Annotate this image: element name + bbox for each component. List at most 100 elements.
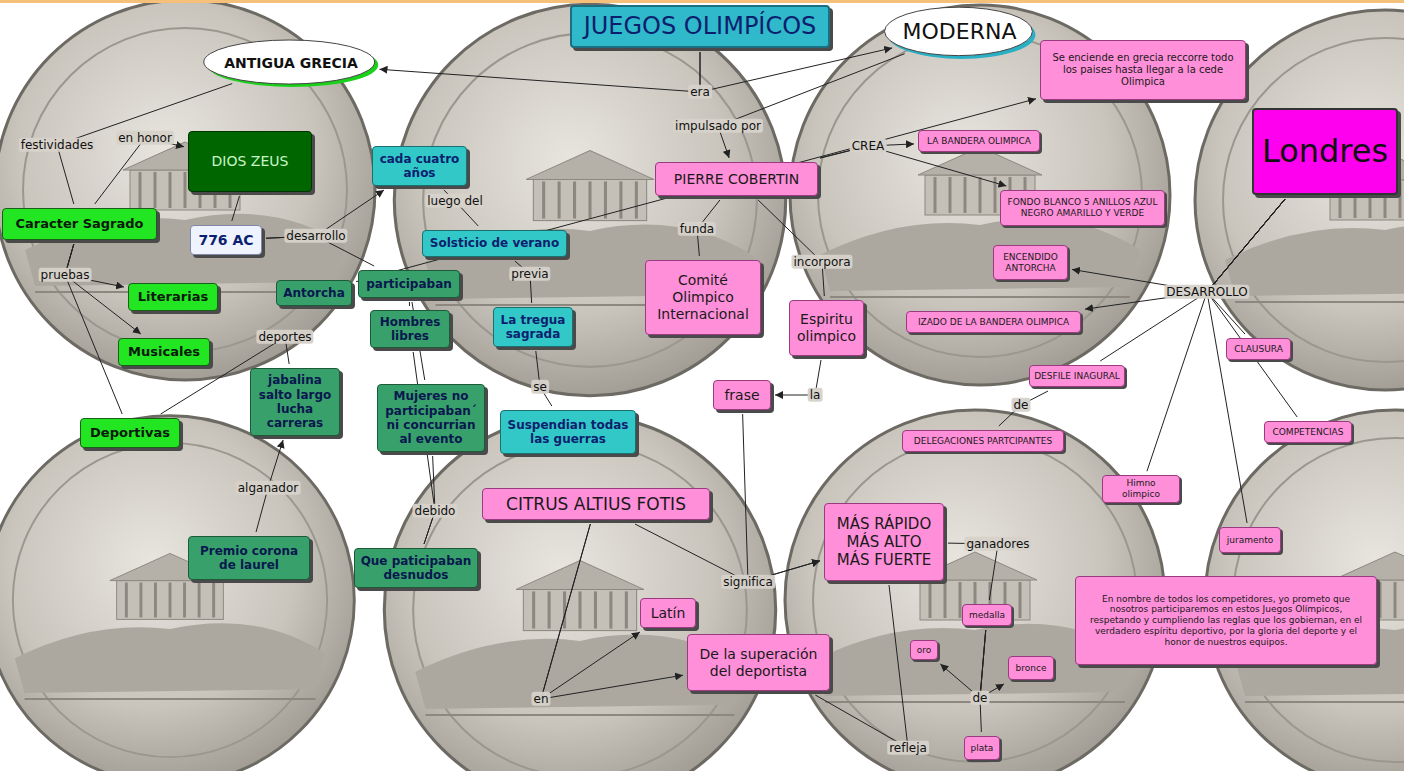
node-text: oro xyxy=(915,645,933,656)
node-text: DIOS ZEUS xyxy=(194,153,306,170)
connector xyxy=(635,524,820,582)
node-text: Comité Olimpico Internacional xyxy=(651,272,755,322)
small-concept-box: DELEGACIONES PARTCIPANTES xyxy=(902,430,1064,452)
node-text: PIERRE COBERTIN xyxy=(661,171,812,188)
concept-box: jabalina salto largo lucha carreras xyxy=(250,368,340,436)
node-text: De la superación del deportista xyxy=(693,646,824,680)
node-text: plata xyxy=(969,743,995,754)
node-text: IZADO DE LA BANDERA OLIMPICA xyxy=(911,317,1076,328)
small-concept-box: DESFILE INAGURAL xyxy=(1029,365,1125,387)
connector xyxy=(1207,199,1285,523)
connector xyxy=(940,630,985,698)
ellipse-fill xyxy=(884,7,1032,55)
node-text: ANTIGUA GRECIA xyxy=(220,55,362,72)
concept-box: cada cuatro años xyxy=(372,146,467,186)
connector xyxy=(718,54,905,158)
concept-box: Hombres libres xyxy=(370,310,450,348)
connector xyxy=(999,391,1048,426)
linking-phrase: ganadores xyxy=(964,537,1031,551)
concept-box: Mujeres no participaban´ ni concurrian a… xyxy=(377,384,485,452)
node-text: medalla xyxy=(967,610,1007,621)
test-box: Literarias xyxy=(128,283,218,311)
concept-box: PIERRE COBERTIN xyxy=(655,162,818,196)
linking-phrase: era xyxy=(688,85,712,99)
node-text: FONDO BLANCO 5 ANILLOS AZUL NEGRO AMARIL… xyxy=(1005,197,1160,219)
node-text: Suspendian todas las guerras xyxy=(506,418,630,447)
ellipse-fill xyxy=(204,40,375,84)
connector xyxy=(758,200,824,296)
node-text: Se enciende en grecia reccorre todo los … xyxy=(1047,52,1239,88)
concept-box: De la superación del deportista xyxy=(687,634,830,691)
linking-phrase: de xyxy=(1012,398,1031,412)
concept-box: La tregua sagrada xyxy=(493,307,573,347)
concept-box: participaban xyxy=(358,270,460,298)
connector xyxy=(980,630,986,732)
linking-phrase: debido xyxy=(413,504,458,518)
linking-phrase: desarrollo xyxy=(284,229,347,243)
node-text: ENCENDIDO ANTORCHA xyxy=(998,252,1063,274)
concept-box: Que paticipaban desnudos xyxy=(354,548,478,588)
small-concept-box: LA BANDERA OLIMPICA xyxy=(918,130,1040,152)
linking-phrase: de xyxy=(971,691,990,705)
node-text: Mujeres no participaban´ ni concurrian a… xyxy=(383,389,479,447)
node-text: MODERNA xyxy=(901,19,1019,45)
small-concept-box: plata xyxy=(964,736,1000,760)
node-text: Londres xyxy=(1259,132,1391,170)
linking-phrase: DESARROLLO xyxy=(1164,285,1249,299)
note-box: Se enciende en grecia reccorre todo los … xyxy=(1040,40,1246,100)
node-text: CLAUSURA xyxy=(1231,344,1286,355)
linking-phrase: en xyxy=(532,692,551,706)
node-text: DESFILE INAGURAL xyxy=(1034,371,1120,382)
linking-phrase: significa xyxy=(721,575,775,589)
test-box: Caracter Sagrado xyxy=(2,208,157,240)
small-concept-box: CLAUSURA xyxy=(1226,338,1291,360)
linking-phrase: festividades xyxy=(19,138,96,152)
node-text: 776 AC xyxy=(196,232,256,249)
small-concept-box: Himno olimpico xyxy=(1102,475,1180,503)
connector xyxy=(95,138,184,204)
small-concept-box: bronce xyxy=(1008,656,1054,680)
topic-ellipse: MODERNA xyxy=(883,5,1037,60)
concept-box: frase xyxy=(713,380,771,410)
connector xyxy=(380,52,700,92)
node-text: COMPETENCIAS xyxy=(1269,427,1347,438)
concept-box: Latín xyxy=(640,598,696,628)
small-concept-box: FONDO BLANCO 5 ANILLOS AZUL NEGRO AMARIL… xyxy=(1000,190,1165,226)
node-text: Caracter Sagrado xyxy=(8,216,151,232)
motto-box: CITRUS ALTIUS FOTIS xyxy=(482,488,710,520)
node-text: Latín xyxy=(646,605,690,622)
top-bar xyxy=(0,0,1404,3)
connector xyxy=(541,524,640,699)
concept-box: Suspendian todas las guerras xyxy=(500,410,636,454)
connector xyxy=(820,146,1006,186)
connector xyxy=(1207,199,1285,334)
connector xyxy=(536,351,552,406)
concept-box: Comité Olimpico Internacional xyxy=(645,260,761,335)
concept-box: Espiritu olimpico xyxy=(789,300,864,356)
node-text: frase xyxy=(719,387,765,404)
connector xyxy=(948,543,998,600)
node-text: cada cuatro años xyxy=(378,152,461,181)
connector xyxy=(743,414,820,582)
connector xyxy=(356,99,1036,282)
linking-phrase: refleja xyxy=(887,741,929,755)
linking-phrase: incorpora xyxy=(791,255,852,269)
node-text: participaban xyxy=(364,277,454,291)
small-concept-box: ENCENDIDO ANTORCHA xyxy=(993,245,1068,280)
concept-box: Solsticio de verano xyxy=(422,230,567,257)
node-text: Deportivas xyxy=(86,425,174,441)
title-box: JUEGOS OLIMPÍCOS xyxy=(570,5,830,48)
small-concept-box: COMPETENCIAS xyxy=(1264,421,1352,443)
concept-box: Antorcha xyxy=(276,280,352,306)
motto-box: MÁS RÁPIDO MÁS ALTO MÁS FUERTE xyxy=(824,503,944,581)
small-concept-box: oro xyxy=(910,640,938,660)
node-text: CITRUS ALTIUS FOTIS xyxy=(488,494,704,514)
linking-phrase: la xyxy=(808,388,823,402)
linking-phrase: en honor xyxy=(116,131,174,145)
linking-phrase: se xyxy=(531,380,549,394)
node-text: Musicales xyxy=(124,344,204,360)
node-text: jabalina salto largo lucha carreras xyxy=(256,373,334,431)
node-text: Antorcha xyxy=(282,286,346,300)
linking-phrase: alganador xyxy=(236,481,301,495)
node-text: DELEGACIONES PARTCIPANTES xyxy=(907,436,1059,447)
